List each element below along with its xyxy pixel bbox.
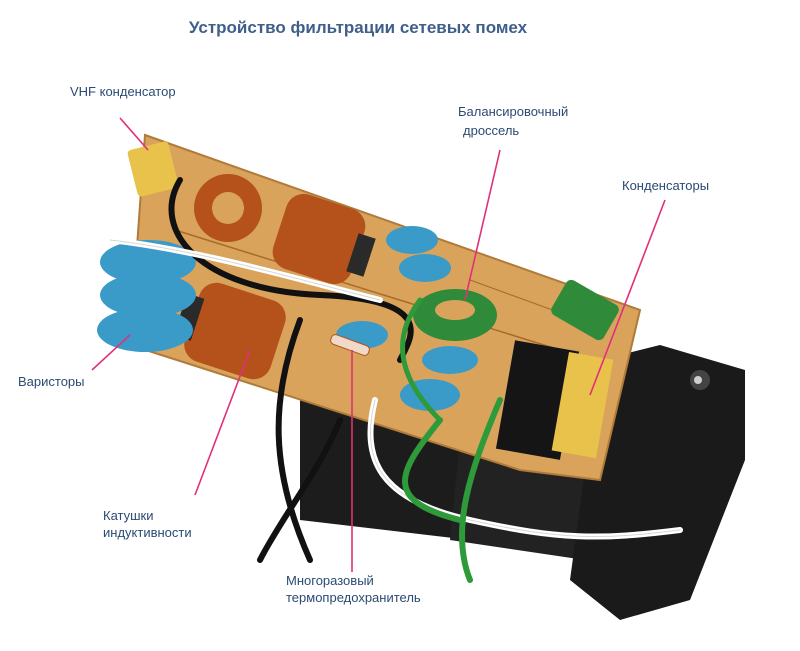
vhf-capacitor-part bbox=[127, 141, 179, 197]
label-inductors-line1: Катушки bbox=[103, 508, 154, 523]
label-thermal-fuse-line1: Многоразовый bbox=[286, 573, 374, 588]
label-inductors-line2: индуктивности bbox=[103, 525, 192, 540]
leader-lines bbox=[91, 117, 666, 572]
wires bbox=[107, 177, 683, 583]
varistor-discs-part bbox=[97, 240, 196, 352]
label-thermal-fuse-line2: термопредохранитель bbox=[286, 590, 421, 605]
label-varistors: Варисторы bbox=[18, 374, 85, 389]
thermal-fuse-part bbox=[330, 334, 370, 356]
green-capacitor-part bbox=[551, 279, 619, 341]
diagram-title: Устройство фильтрации сетевых помех bbox=[188, 18, 528, 37]
label-balancing-choke-line1: Балансировочный bbox=[458, 104, 569, 119]
label-capacitors: Конденсаторы bbox=[622, 178, 710, 193]
inductor-coils-part bbox=[173, 193, 376, 380]
toroid-inductor-part bbox=[194, 174, 262, 242]
label-balancing-choke-line2: дроссель bbox=[463, 123, 520, 138]
label-vhf-capacitor: VHF конденсатор bbox=[70, 84, 176, 99]
yellow-capacitor-part bbox=[551, 351, 614, 459]
balancing-choke-part bbox=[413, 289, 497, 341]
